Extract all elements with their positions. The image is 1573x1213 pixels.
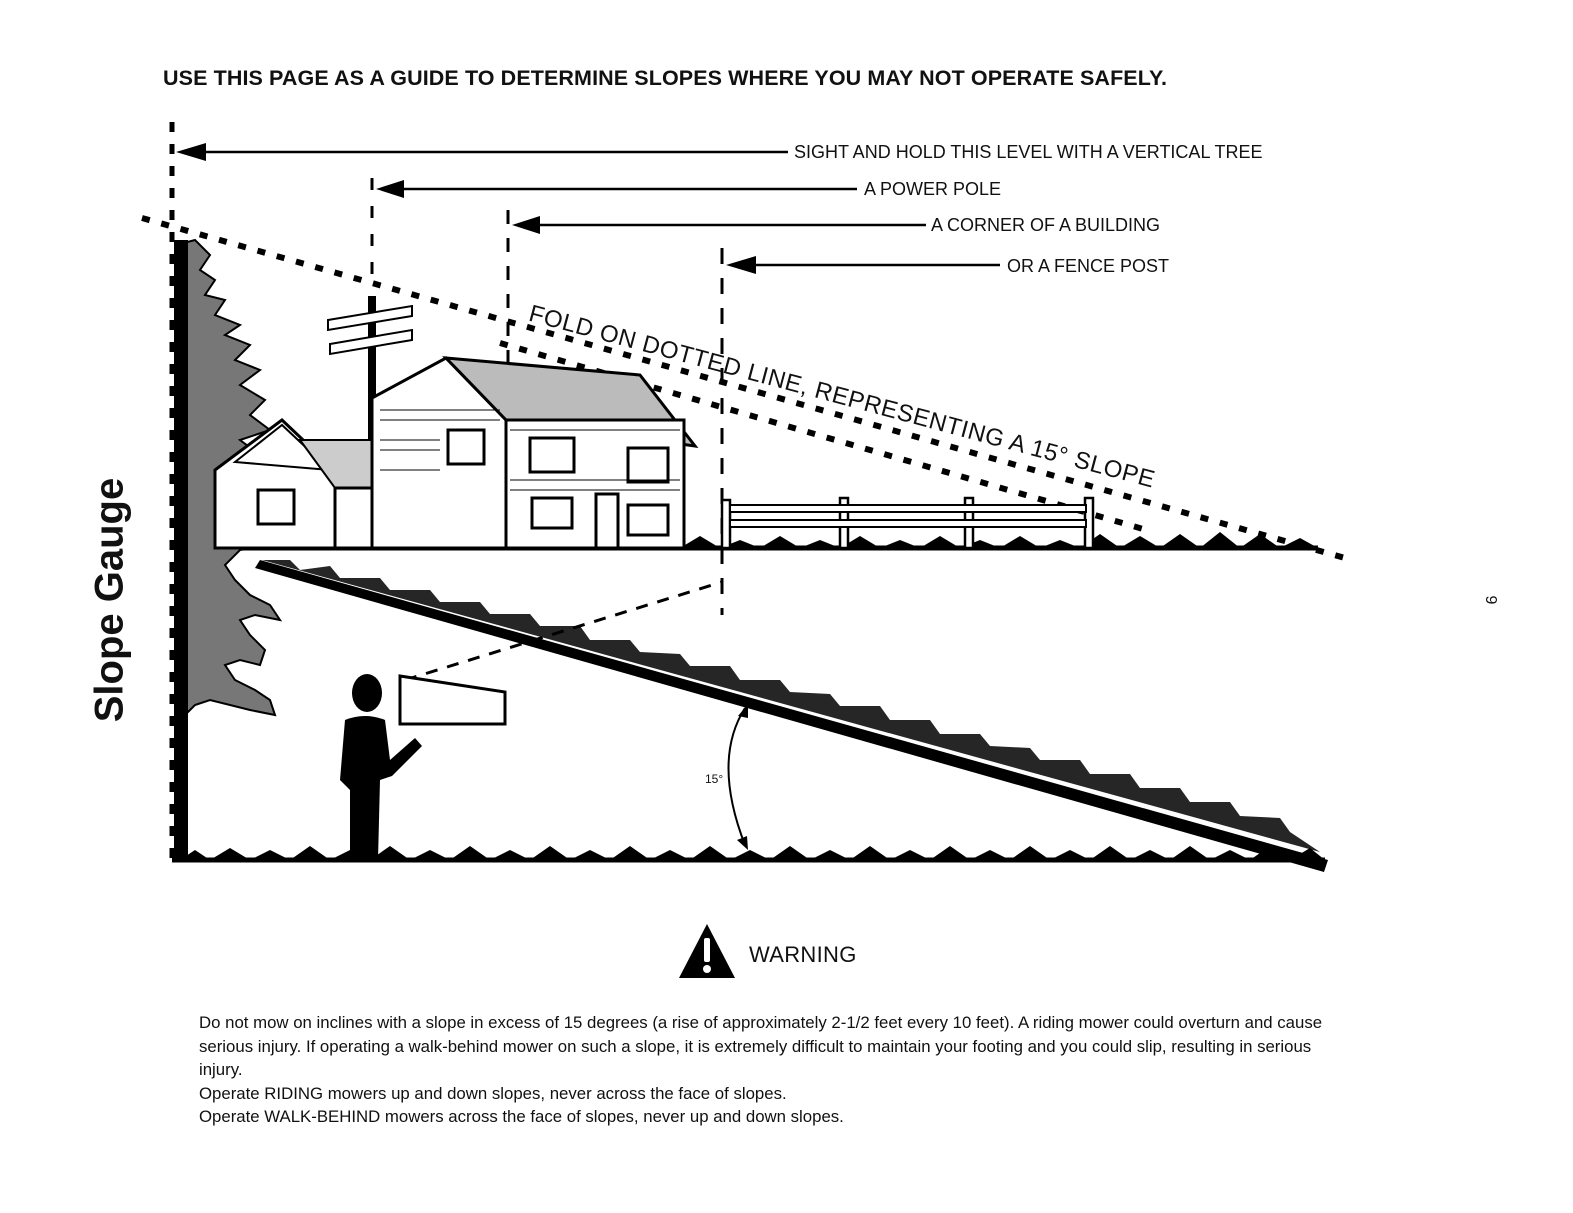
slope-grass (262, 560, 1320, 852)
sight-label-tree: SIGHT AND HOLD THIS LEVEL WITH A VERTICA… (794, 142, 1263, 162)
warning-header: WARNING (677, 920, 897, 984)
warning-title: WARNING (749, 942, 857, 967)
person-illustration (340, 674, 507, 860)
fold-dotted-line (141, 215, 1353, 563)
page-heading: USE THIS PAGE AS A GUIDE TO DETERMINE SL… (163, 66, 1168, 90)
sight-label-building: A CORNER OF A BUILDING (931, 215, 1161, 235)
bottom-grass (180, 846, 1325, 860)
fence-illustration (720, 496, 1095, 550)
house-illustration (213, 356, 699, 550)
sight-arrow-fence (726, 256, 1000, 274)
sight-dashed-line (404, 580, 723, 682)
sight-arrow-pole (376, 180, 857, 198)
warning-paragraph: Do not mow on inclines with a slope in e… (199, 1013, 1323, 1079)
warning-body: Do not mow on inclines with a slope in e… (199, 1011, 1334, 1129)
walk-behind-instruction: Operate WALK-BEHIND mowers across the fa… (199, 1107, 844, 1126)
sight-label-pole: A POWER POLE (864, 179, 1002, 199)
riding-instruction: Operate RIDING mowers up and down slopes… (199, 1083, 787, 1103)
slope-line (255, 560, 1328, 872)
angle-label: 15° (705, 772, 724, 786)
sight-arrow-building (512, 216, 926, 234)
fold-dotted-line-2 (499, 340, 1151, 534)
sight-label-fence: OR A FENCE POST (1007, 256, 1170, 276)
angle-arc (727, 704, 748, 850)
sight-arrow-tree (176, 143, 788, 161)
warning-triangle-icon (679, 924, 735, 978)
